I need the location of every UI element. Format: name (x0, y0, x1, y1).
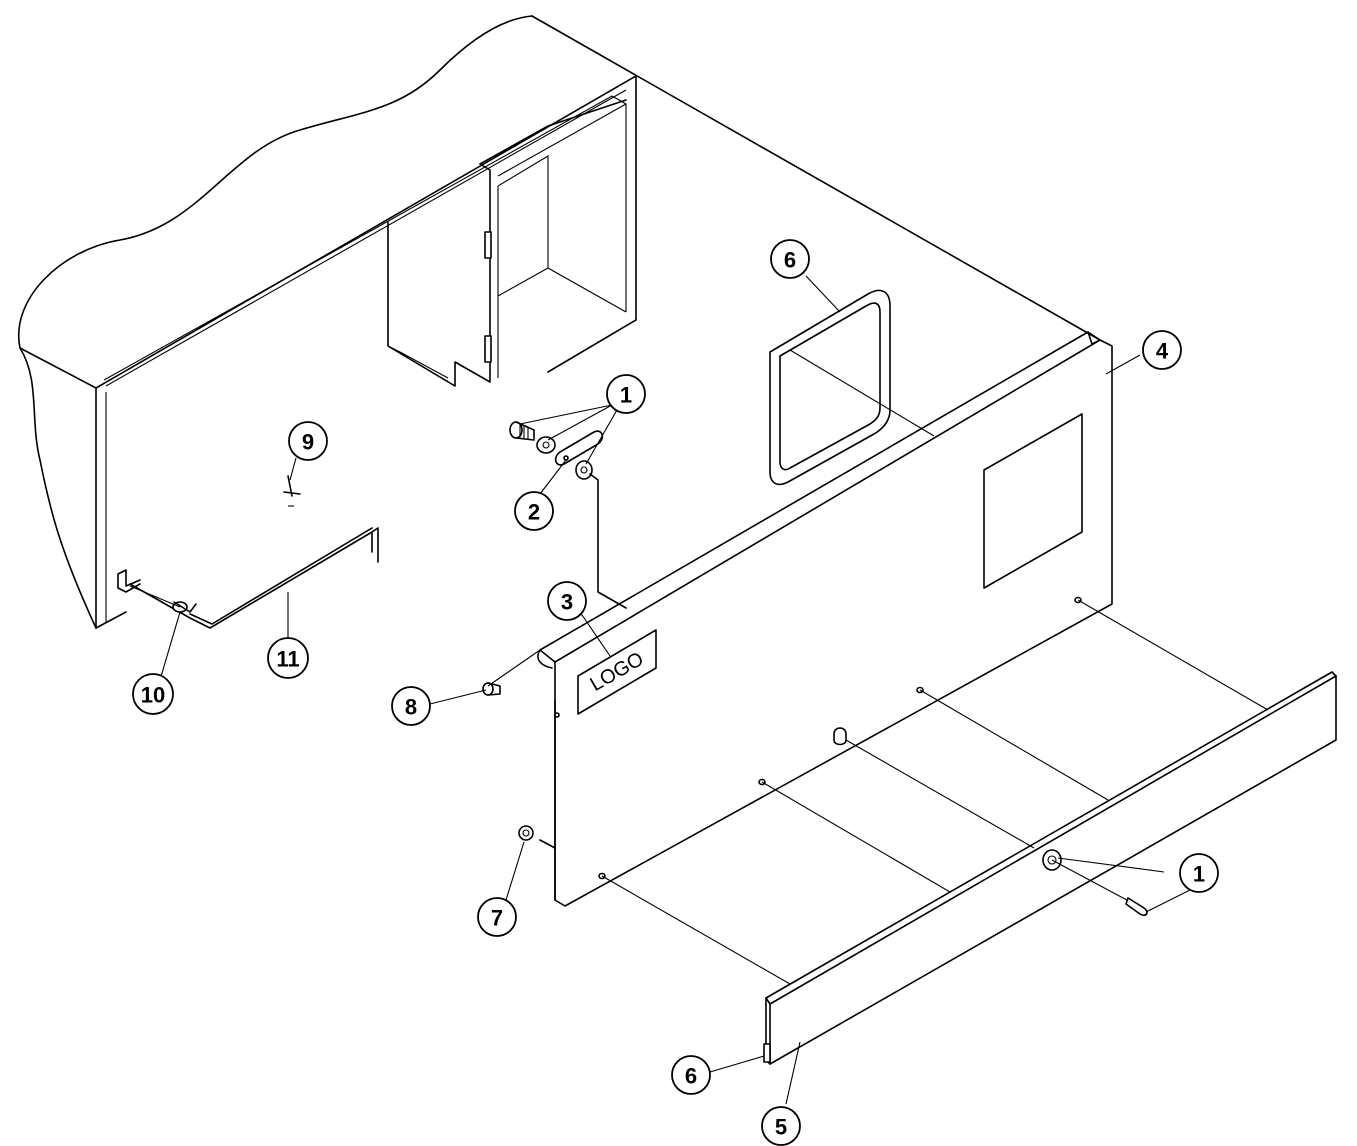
svg-text:1: 1 (1193, 862, 1205, 887)
callout-9: 9 (288, 421, 328, 461)
part-1-screw-washer-set (509, 421, 593, 480)
svg-text:8: 8 (405, 695, 417, 720)
svg-text:4: 4 (1156, 339, 1169, 364)
callout-2: 2 (514, 491, 554, 531)
callout-7: 7 (477, 897, 517, 937)
svg-text:3: 3 (561, 590, 573, 615)
svg-text:2: 2 (528, 500, 540, 525)
part-6-edge-strip (763, 1043, 771, 1063)
callout-6-upper: 6 (770, 239, 810, 279)
leader-lines (159, 275, 1195, 1105)
cabinet-hook (117, 569, 141, 593)
svg-text:6: 6 (685, 1064, 697, 1089)
svg-text:1: 1 (620, 383, 632, 408)
part-1-lower-fastener (1042, 849, 1148, 917)
part-9-screw (283, 475, 301, 507)
cabinet-left-edge (19, 347, 97, 629)
cabinet-housing (17, 15, 1101, 629)
callout-8: 8 (391, 686, 431, 726)
svg-text:7: 7 (491, 906, 503, 931)
part-7-nut (518, 825, 534, 841)
svg-text:6: 6 (784, 248, 796, 273)
cabinet-front-face (19, 75, 637, 629)
part-8-screw (482, 682, 501, 696)
assembly-lines (129, 585, 1269, 985)
svg-text:10: 10 (141, 683, 165, 708)
svg-text:11: 11 (276, 647, 299, 672)
callout-11: 11 (267, 637, 309, 679)
part-6-gasket-frame (769, 289, 891, 486)
callout-6-lower: 6 (671, 1055, 711, 1095)
svg-text:5: 5 (775, 1115, 787, 1140)
cabinet-top-edge (531, 15, 1101, 341)
callout-3: 3 (547, 581, 587, 621)
callout-5: 5 (761, 1106, 801, 1146)
callout-10: 10 (132, 673, 174, 715)
cabinet-inner-compartment (387, 99, 627, 387)
callout-4: 4 (1142, 330, 1182, 370)
svg-text:9: 9 (302, 430, 314, 455)
callout-1-upper: 1 (606, 374, 646, 414)
part-4-front-panel (537, 331, 1113, 907)
front-panel-window (983, 413, 1083, 589)
part-11-rod (129, 527, 379, 629)
cabinet-break-line (17, 15, 533, 349)
callout-1-lower: 1 (1179, 853, 1219, 893)
part-10-clip (172, 601, 197, 613)
